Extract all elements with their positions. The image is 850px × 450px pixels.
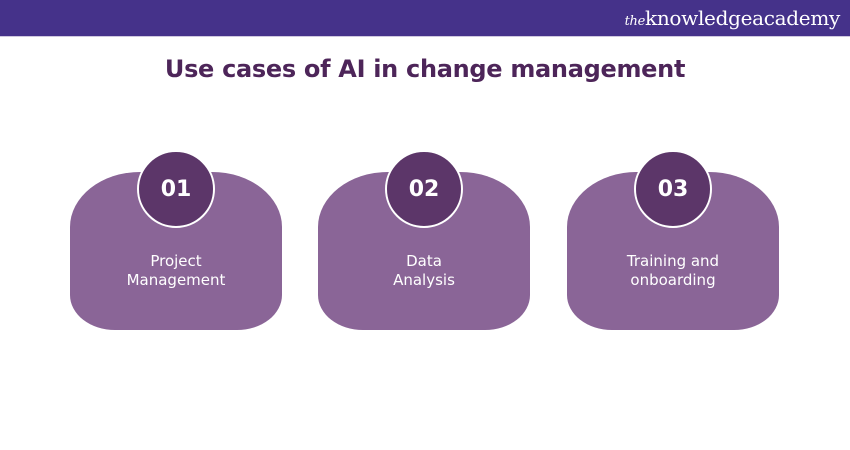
label-line-1: Project [150, 252, 202, 270]
header-bar: theknowledgeacademy [0, 0, 850, 37]
brand-logo: theknowledgeacademy [624, 6, 841, 30]
number-badge-2: 02 [385, 150, 463, 228]
logo-text: knowledgeacademy [645, 6, 840, 30]
label-line-2: Analysis [393, 271, 455, 289]
label-line-2: Management [126, 271, 226, 289]
label-line-2: onboarding [630, 271, 716, 289]
label-line-1: Data [406, 252, 442, 270]
logo-prefix: the [624, 14, 646, 29]
number-badge-3: 03 [634, 150, 712, 228]
number-badge-1: 01 [137, 150, 215, 228]
page-title: Use cases of AI in change management [164, 55, 686, 83]
label-line-1: Training and [626, 252, 720, 270]
